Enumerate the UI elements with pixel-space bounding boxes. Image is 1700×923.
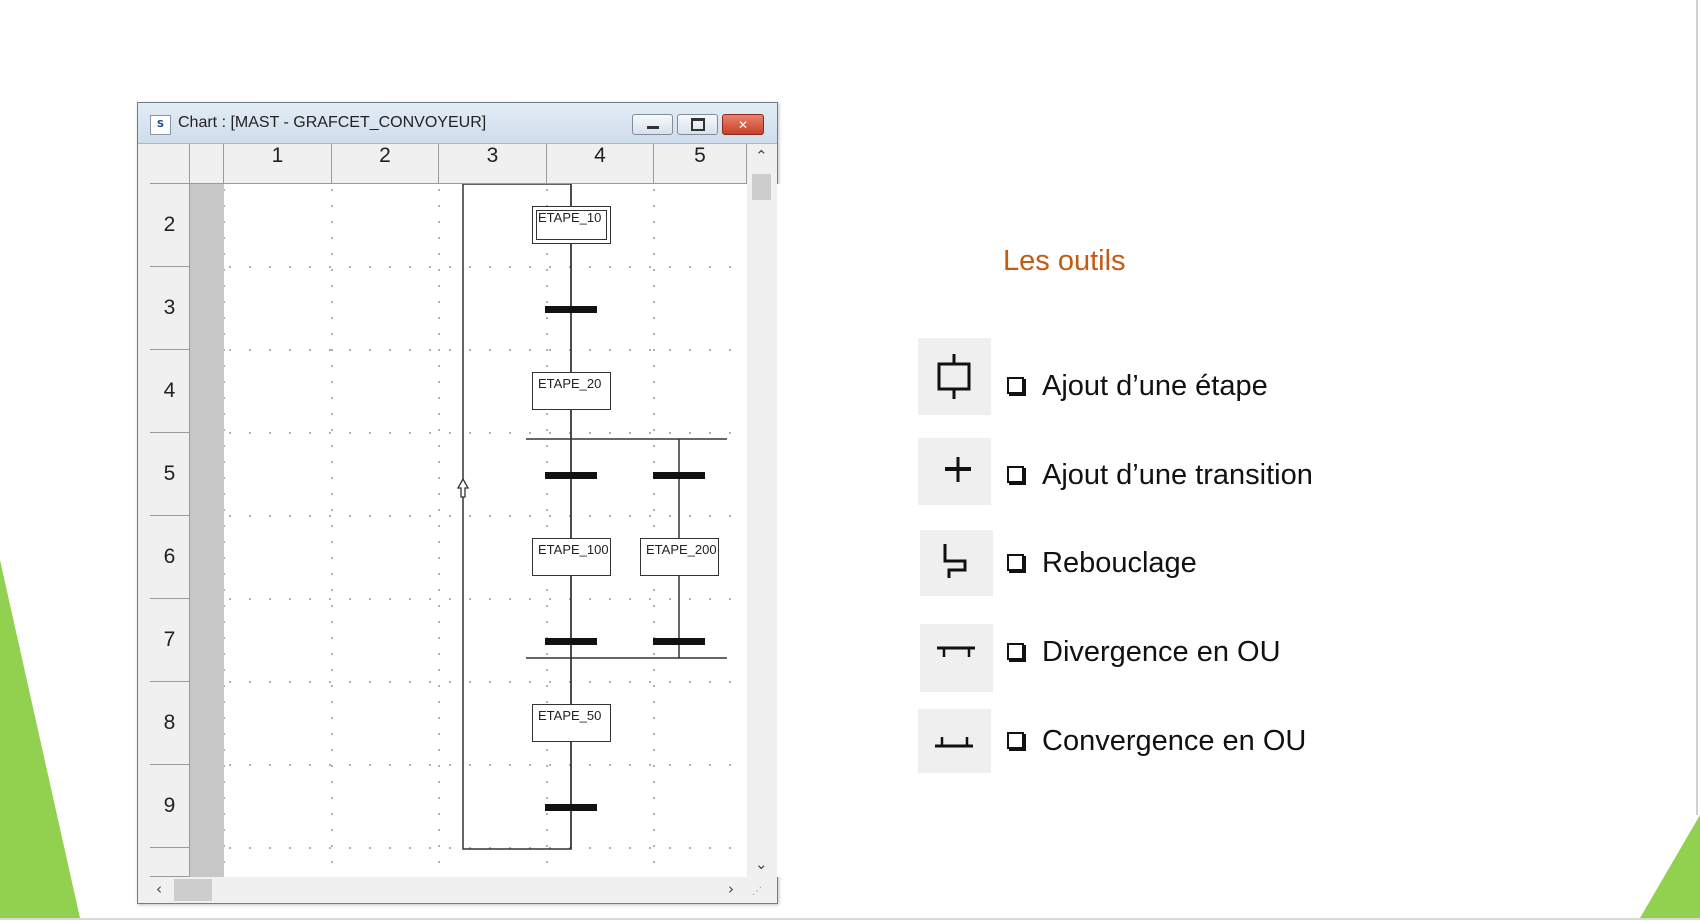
tool-transition-button[interactable]	[918, 438, 991, 505]
or-convergence-icon	[935, 737, 973, 748]
transition[interactable]	[545, 306, 597, 313]
row-header[interactable]: 9	[150, 765, 190, 848]
column-header[interactable]: 5	[654, 144, 747, 184]
maximize-button[interactable]	[677, 114, 718, 135]
row-header[interactable]: 3	[150, 267, 190, 350]
column-header[interactable]: 4	[547, 144, 654, 184]
tool-or-convergence-button[interactable]	[918, 709, 991, 773]
chart-window[interactable]: S Chart : [MAST - GRAFCET_CONVOYEUR] ✕ 1…	[137, 102, 781, 904]
column-header[interactable]: 2	[332, 144, 439, 184]
scroll-down-icon[interactable]: ⌄	[755, 855, 768, 873]
window-titlebar[interactable]: S Chart : [MAST - GRAFCET_CONVOYEUR] ✕	[138, 103, 777, 144]
row-header[interactable]: 2	[150, 184, 190, 267]
bullet-icon	[1007, 554, 1024, 571]
horizontal-scrollbar[interactable]	[150, 877, 777, 903]
panel-title: Les outils	[1003, 245, 1126, 277]
grid-dots	[224, 189, 771, 863]
scroll-left-icon[interactable]: ‹	[156, 880, 162, 898]
close-icon: ✕	[737, 117, 749, 132]
grafcet-grid[interactable]: ETAPE_10 ETAPE_20 ETAPE_100 ETAPE_200 ET…	[224, 184, 781, 877]
loopback-link[interactable]	[462, 184, 572, 850]
window-title: Chart : [MAST - GRAFCET_CONVOYEUR]	[178, 114, 487, 131]
row-header[interactable]: 8	[150, 682, 190, 765]
step-etape-20[interactable]: ETAPE_20	[532, 372, 611, 410]
corner-header	[150, 144, 190, 184]
row-header	[150, 848, 190, 877]
bullet-icon	[1007, 466, 1024, 483]
app-icon: S	[150, 115, 171, 135]
step-etape-100[interactable]: ETAPE_100	[532, 538, 611, 576]
slide-bottom-rule	[0, 918, 1700, 920]
step-icon	[937, 354, 971, 399]
maximize-icon	[690, 118, 705, 131]
row-header[interactable]: 6	[150, 516, 190, 599]
row-header[interactable]: 5	[150, 433, 190, 516]
transition[interactable]	[653, 638, 705, 645]
bullet-icon	[1007, 643, 1024, 660]
tool-loopback-button[interactable]	[920, 530, 993, 596]
scroll-up-icon[interactable]: ⌃	[755, 147, 768, 165]
row-header[interactable]: 7	[150, 599, 190, 682]
step-etape-200[interactable]: ETAPE_200	[640, 538, 719, 576]
horizontal-scroll-thumb[interactable]	[174, 879, 212, 901]
tool-label: Divergence en OU	[1042, 636, 1281, 668]
transition[interactable]	[545, 472, 597, 479]
corner-header-strip	[190, 144, 224, 184]
tool-label: Convergence en OU	[1042, 725, 1307, 757]
bullet-icon	[1007, 377, 1024, 394]
transition[interactable]	[545, 804, 597, 811]
tool-label: Rebouclage	[1042, 547, 1197, 579]
transition-icon	[945, 457, 971, 482]
loopback-arrow	[456, 477, 470, 498]
column-header[interactable]: 1	[224, 144, 332, 184]
minimize-icon	[646, 126, 659, 129]
row-header[interactable]: 4	[150, 350, 190, 433]
green-triangle-right	[1640, 815, 1700, 918]
vertical-scroll-thumb[interactable]	[752, 174, 771, 200]
margin-strip	[190, 184, 224, 877]
column-header[interactable]: 3	[439, 144, 547, 184]
step-etape-50[interactable]: ETAPE_50	[532, 704, 611, 742]
tool-or-divergence-button[interactable]	[920, 624, 993, 692]
scroll-right-icon[interactable]: ›	[728, 880, 734, 898]
bullet-icon	[1007, 732, 1024, 749]
tool-step-button[interactable]	[918, 338, 991, 415]
close-button[interactable]: ✕	[722, 114, 764, 135]
vertical-scrollbar[interactable]	[747, 144, 777, 877]
resize-grip-icon[interactable]: ⋰	[752, 886, 762, 897]
tool-label: Ajout d’une étape	[1042, 370, 1268, 402]
green-triangle-left	[0, 560, 80, 918]
tool-label: Ajout d’une transition	[1042, 459, 1313, 491]
transition[interactable]	[545, 638, 597, 645]
minimize-button[interactable]	[632, 114, 673, 135]
step-etape-10[interactable]: ETAPE_10	[532, 206, 611, 244]
grafcet-diagram	[224, 184, 771, 863]
loopback-icon	[943, 544, 967, 578]
or-divergence-icon	[937, 646, 975, 657]
transition[interactable]	[653, 472, 705, 479]
